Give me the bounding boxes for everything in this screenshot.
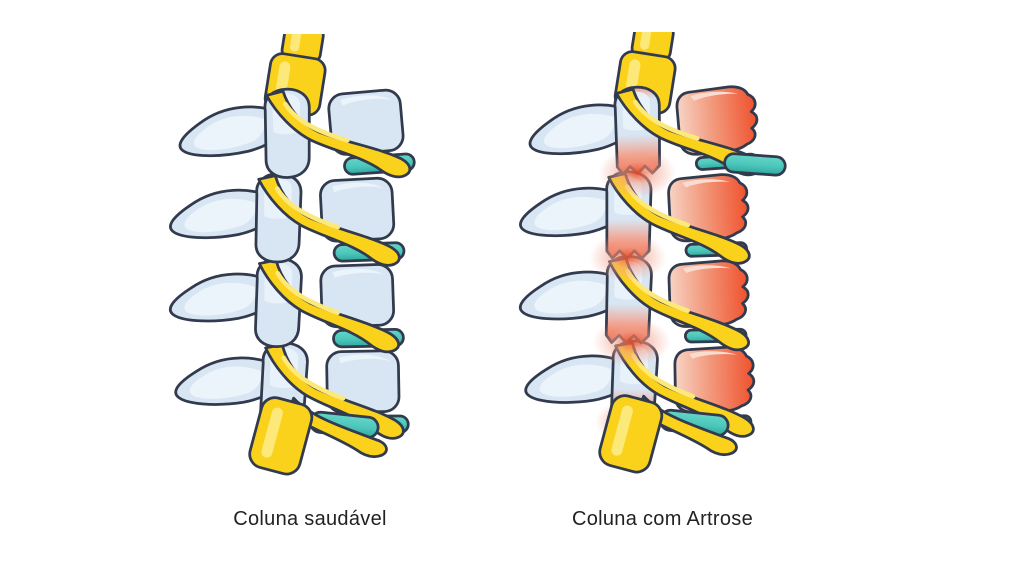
arthrosis-spine-label: Coluna com Artrose	[571, 508, 754, 530]
bulging-disc	[723, 152, 787, 177]
arthrosis-spine-illustration	[513, 32, 787, 477]
inflamed-joint-glow	[593, 317, 671, 367]
healthy-spine-label: Coluna saudável	[233, 508, 387, 530]
inflamed-joint-glow	[598, 147, 676, 198]
healthy-spine-figure	[163, 34, 439, 480]
inflamed-joint-glow	[589, 232, 667, 283]
healthy-spine-illustration	[163, 34, 439, 479]
arthrosis-spine-figure	[513, 32, 789, 478]
